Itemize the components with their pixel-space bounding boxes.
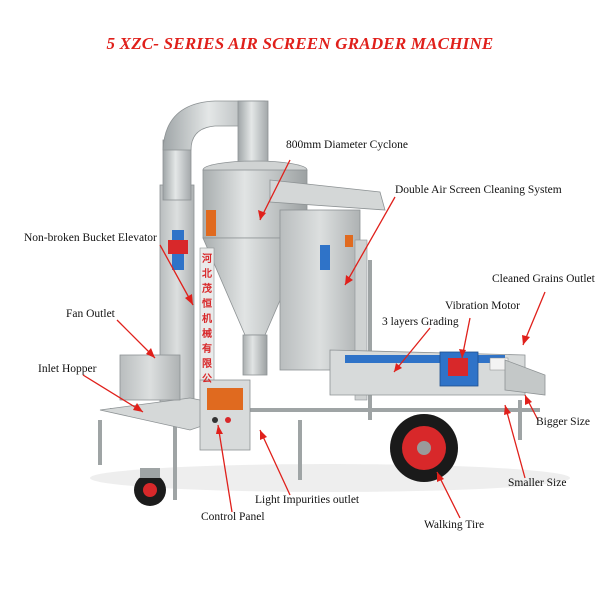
- char-6: 械: [202, 327, 212, 340]
- label-cleaned-grains: Cleaned Grains Outlet: [492, 273, 595, 285]
- elevator-motor-red: [168, 240, 188, 254]
- label-bigger-size: Bigger Size: [536, 416, 590, 428]
- label-double-air-screen: Double Air Screen Cleaning System: [395, 184, 562, 196]
- arrow-control-panel: [217, 424, 233, 513]
- diagram-title: 5 XZC- SERIES AIR SCREEN GRADER MACHINE: [106, 34, 494, 53]
- ground-shadow: [90, 464, 570, 492]
- arrow-cyclone: [259, 159, 291, 221]
- char-7: 有: [202, 342, 212, 355]
- arrow-cleaned-grains: [522, 291, 546, 346]
- char-1: 河: [202, 253, 212, 265]
- char-8: 限: [202, 358, 213, 370]
- company-panel: [199, 210, 216, 399]
- label-layers-grading: 3 layers Grading: [382, 316, 459, 328]
- front-caster: [134, 468, 166, 506]
- label-fan-outlet: Fan Outlet: [66, 308, 115, 320]
- char-4: 恒: [202, 297, 212, 310]
- label-inlet-hopper: Inlet Hopper: [38, 363, 97, 375]
- label-light-impurities: Light Impurities outlet: [255, 494, 360, 506]
- leader-arrows: [82, 159, 546, 519]
- label-cyclone: 800mm Diameter Cyclone: [286, 139, 408, 151]
- grading-screen: [329, 349, 546, 396]
- label-vibration-motor: Vibration Motor: [445, 300, 521, 312]
- char-9: 公: [202, 373, 212, 385]
- arrow-smaller-size: [504, 404, 526, 479]
- char-5: 机: [202, 312, 212, 325]
- label-bucket-elevator: Non-broken Bucket Elevator: [24, 232, 157, 244]
- walking-tire-wheel: [390, 414, 458, 482]
- char-3: 茂: [202, 282, 212, 295]
- arrow-inlet-hopper: [82, 374, 144, 413]
- char-2: 北: [202, 267, 212, 280]
- label-smaller-size: Smaller Size: [508, 477, 567, 489]
- air-pipe: [162, 100, 269, 201]
- label-control-panel: Control Panel: [201, 511, 265, 523]
- arrow-bucket-elevator: [159, 244, 194, 306]
- company-characters: 河 北 茂 恒 机 械 有 限 公: [202, 253, 213, 385]
- control-panel-box: [199, 379, 251, 451]
- label-walking-tire: Walking Tire: [424, 519, 485, 531]
- arrow-light-impurities: [259, 429, 291, 496]
- arrow-layers-grading: [393, 327, 431, 373]
- arrow-double-air-screen: [344, 196, 396, 286]
